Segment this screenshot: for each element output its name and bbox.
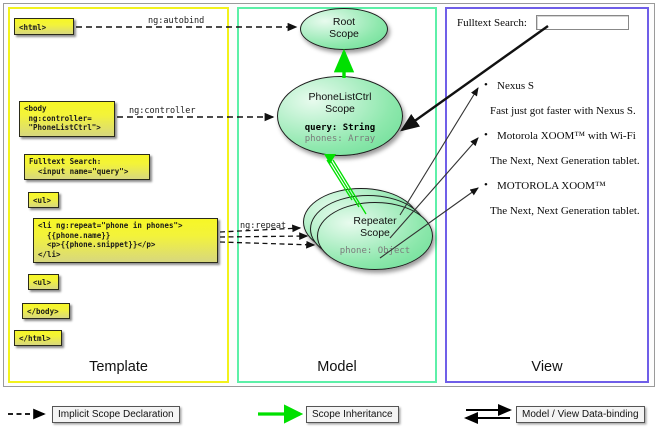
connector-label-repeat: ng:repeat	[240, 221, 287, 231]
view-phone-name-0: Nexus S	[484, 79, 534, 92]
template-box-body-close: </body>	[22, 303, 70, 319]
view-phone-name-2: MOTOROLA XOOM™	[484, 179, 606, 192]
template-box-search: Fulltext Search: <input name="query">	[24, 154, 150, 180]
view-search-input[interactable]	[536, 15, 629, 30]
scope-repeater-title-1: Repeater	[353, 215, 397, 227]
scope-repeater-title-2: Scope	[360, 227, 390, 239]
scope-root-title-2: Scope	[329, 28, 359, 40]
view-phone-name-1: Motorola XOOM™ with Wi-Fi	[484, 129, 636, 142]
scope-root: Root Scope	[300, 8, 388, 50]
template-box-ul-close: <ul>	[28, 274, 59, 290]
scope-phonelistctrl: PhoneListCtrl Scope query: String phones…	[277, 76, 403, 156]
view-search-label: Fulltext Search:	[457, 17, 527, 29]
panel-label-model: Model	[317, 359, 357, 375]
template-box-body-open: <body ng:controller= "PhoneListCtrl">	[19, 101, 115, 137]
scope-ctrl-prop-phones: phones: Array	[304, 134, 376, 144]
legend: Implicit Scope Declaration Scope Inherit…	[0, 396, 660, 435]
panel-view: View	[445, 7, 649, 383]
view-phone-snippet-1: The Next, Next Generation tablet.	[490, 155, 640, 167]
scope-root-title-1: Root	[332, 16, 356, 28]
connector-label-autobind: ng:autobind	[148, 16, 205, 26]
template-box-ul-open: <ul>	[28, 192, 59, 208]
template-box-li-repeat: <li ng:repeat="phone in phones"> {{phone…	[33, 218, 218, 263]
legend-label-databinding: Model / View Data-binding	[516, 406, 645, 423]
legend-label-inheritance: Scope Inheritance	[306, 406, 399, 423]
connector-label-controller: ng:controller	[129, 106, 196, 116]
scope-ctrl-title-1: PhoneListCtrl	[308, 91, 372, 103]
scope-ctrl-title-2: Scope	[325, 103, 355, 115]
scope-repeater-prop-phone: phone: Object	[339, 246, 411, 256]
panel-label-template: Template	[89, 359, 148, 375]
view-phone-snippet-2: The Next, Next Generation tablet.	[490, 205, 640, 217]
template-box-html-open: <html>	[14, 18, 74, 35]
scope-repeater: Repeater Scope phone: Object	[317, 202, 433, 270]
legend-label-implicit: Implicit Scope Declaration	[52, 406, 180, 423]
scope-ctrl-prop-query: query: String	[304, 123, 376, 133]
panel-label-view: View	[531, 359, 563, 375]
template-box-html-close: </html>	[14, 330, 62, 346]
view-phone-snippet-0: Fast just got faster with Nexus S.	[490, 105, 636, 117]
